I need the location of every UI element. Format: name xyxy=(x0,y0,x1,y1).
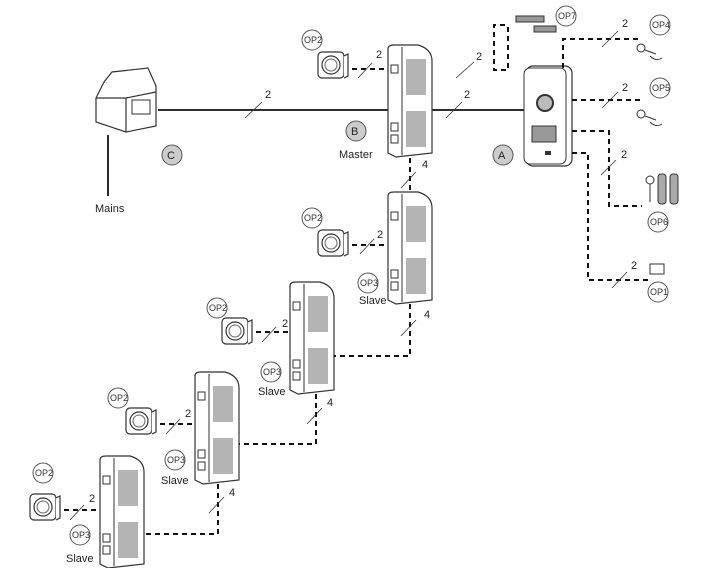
slave-labels: OP3 Slave OP3 Slave OP3 Slave OP3 Slave xyxy=(66,272,387,565)
svg-text:OP2: OP2 xyxy=(304,35,322,45)
door-station xyxy=(523,65,573,167)
svg-text:Slave: Slave xyxy=(258,386,286,398)
svg-text:OP6: OP6 xyxy=(650,217,668,227)
label-b-badge xyxy=(345,120,367,142)
op2-button-group: 2 OP2 2 OP2 2 OP2 2 OP2 2 OP2 xyxy=(29,29,388,521)
svg-text:Slave: Slave xyxy=(161,475,189,487)
svg-text:OP3: OP3 xyxy=(167,455,185,465)
slave-monitor xyxy=(194,371,240,485)
svg-text:2: 2 xyxy=(185,408,191,420)
svg-text:OP5: OP5 xyxy=(652,83,670,93)
label-c-badge xyxy=(161,144,183,166)
svg-text:Slave: Slave xyxy=(359,295,387,307)
svg-text:2: 2 xyxy=(631,260,637,272)
svg-text:OP2: OP2 xyxy=(304,213,322,223)
wire-count: 2 xyxy=(464,89,470,101)
svg-text:2: 2 xyxy=(622,82,628,94)
svg-text:2: 2 xyxy=(621,149,627,161)
svg-text:2: 2 xyxy=(622,18,628,30)
svg-text:OP4: OP4 xyxy=(652,20,670,30)
svg-text:2: 2 xyxy=(476,51,482,63)
svg-text:OP3: OP3 xyxy=(72,530,90,540)
master-label: Master xyxy=(339,149,373,161)
svg-text:2: 2 xyxy=(377,229,383,241)
master-monitor xyxy=(387,44,433,158)
svg-text:4: 4 xyxy=(327,397,333,409)
svg-text:OP3: OP3 xyxy=(360,278,378,288)
svg-text:OP3: OP3 xyxy=(263,367,281,377)
svg-text:Slave: Slave xyxy=(66,553,94,565)
slave-monitor xyxy=(289,281,335,395)
mains-label: Mains xyxy=(95,203,125,215)
power-supply xyxy=(95,67,157,133)
op7-lock: 2 OP7 xyxy=(455,5,577,79)
label-c: C xyxy=(167,150,175,162)
slave-monitor xyxy=(99,455,145,568)
label-b: B xyxy=(351,126,358,138)
svg-text:OP2: OP2 xyxy=(209,303,227,313)
accessory-wiring: 2 OP4 2 OP5 2 OP6 2 OP1 xyxy=(562,14,679,303)
svg-text:OP7: OP7 xyxy=(558,11,576,21)
svg-text:OP2: OP2 xyxy=(110,393,128,403)
slave-chain: 4 4 4 4 xyxy=(144,158,430,535)
svg-text:OP1: OP1 xyxy=(650,287,668,297)
svg-text:2: 2 xyxy=(376,49,382,61)
svg-text:4: 4 xyxy=(422,159,428,171)
slave-monitor xyxy=(387,191,433,305)
svg-text:OP2: OP2 xyxy=(35,468,53,478)
svg-text:4: 4 xyxy=(229,487,235,499)
wire-count: 2 xyxy=(265,89,271,101)
svg-text:2: 2 xyxy=(282,318,288,330)
label-a: A xyxy=(498,150,506,162)
label-a-badge xyxy=(492,144,514,166)
svg-text:2: 2 xyxy=(89,493,95,505)
svg-text:4: 4 xyxy=(424,309,430,321)
